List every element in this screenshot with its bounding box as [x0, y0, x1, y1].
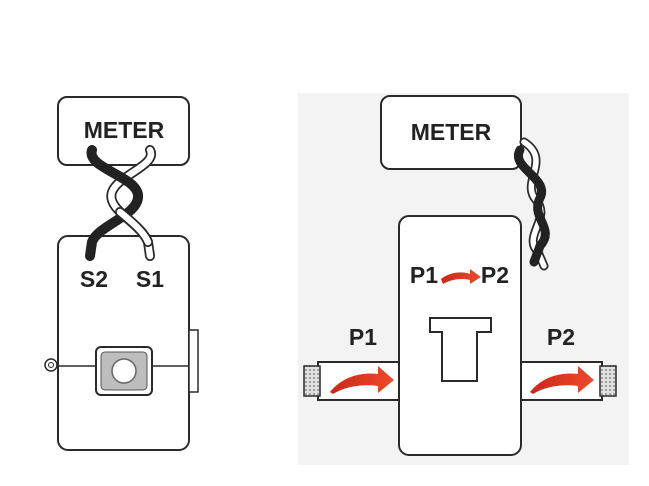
- right-flow-arrow-icon: [441, 269, 481, 284]
- right-meter-label: METER: [411, 119, 492, 145]
- right-flow-to: P2: [481, 262, 509, 288]
- left-ct-side-knob: [44, 358, 58, 372]
- right-pipe-right-arrow-icon: [530, 366, 594, 394]
- left-meter-label: METER: [84, 117, 165, 143]
- left-wire-dark: [85, 145, 143, 261]
- left-ct-body: [57, 235, 190, 451]
- left-ct-side-clip: [188, 329, 199, 393]
- right-diagram: METER P1 P2 P1 P2: [298, 93, 629, 465]
- left-diagram: METER S2 S1: [44, 96, 199, 451]
- right-port-p1: P1: [349, 324, 377, 350]
- left-terminal-s1: S1: [136, 266, 164, 292]
- right-wire-dark: [513, 145, 550, 267]
- right-ct-t-slot: [429, 317, 492, 382]
- left-ct-side-knob-inner: [48, 362, 54, 368]
- right-pipe-right-fitting: [599, 365, 617, 397]
- left-wire-light-overlap-fill: [116, 208, 152, 246]
- right-meter-box: [380, 95, 522, 170]
- right-flow-from: P1: [410, 262, 438, 288]
- right-port-p2: P2: [547, 324, 575, 350]
- left-terminal-s2: S2: [80, 266, 108, 292]
- left-ct-conductor: [111, 358, 137, 384]
- right-pipe-left-arrow-icon: [330, 366, 394, 394]
- right-pipe-left-fitting: [303, 365, 321, 397]
